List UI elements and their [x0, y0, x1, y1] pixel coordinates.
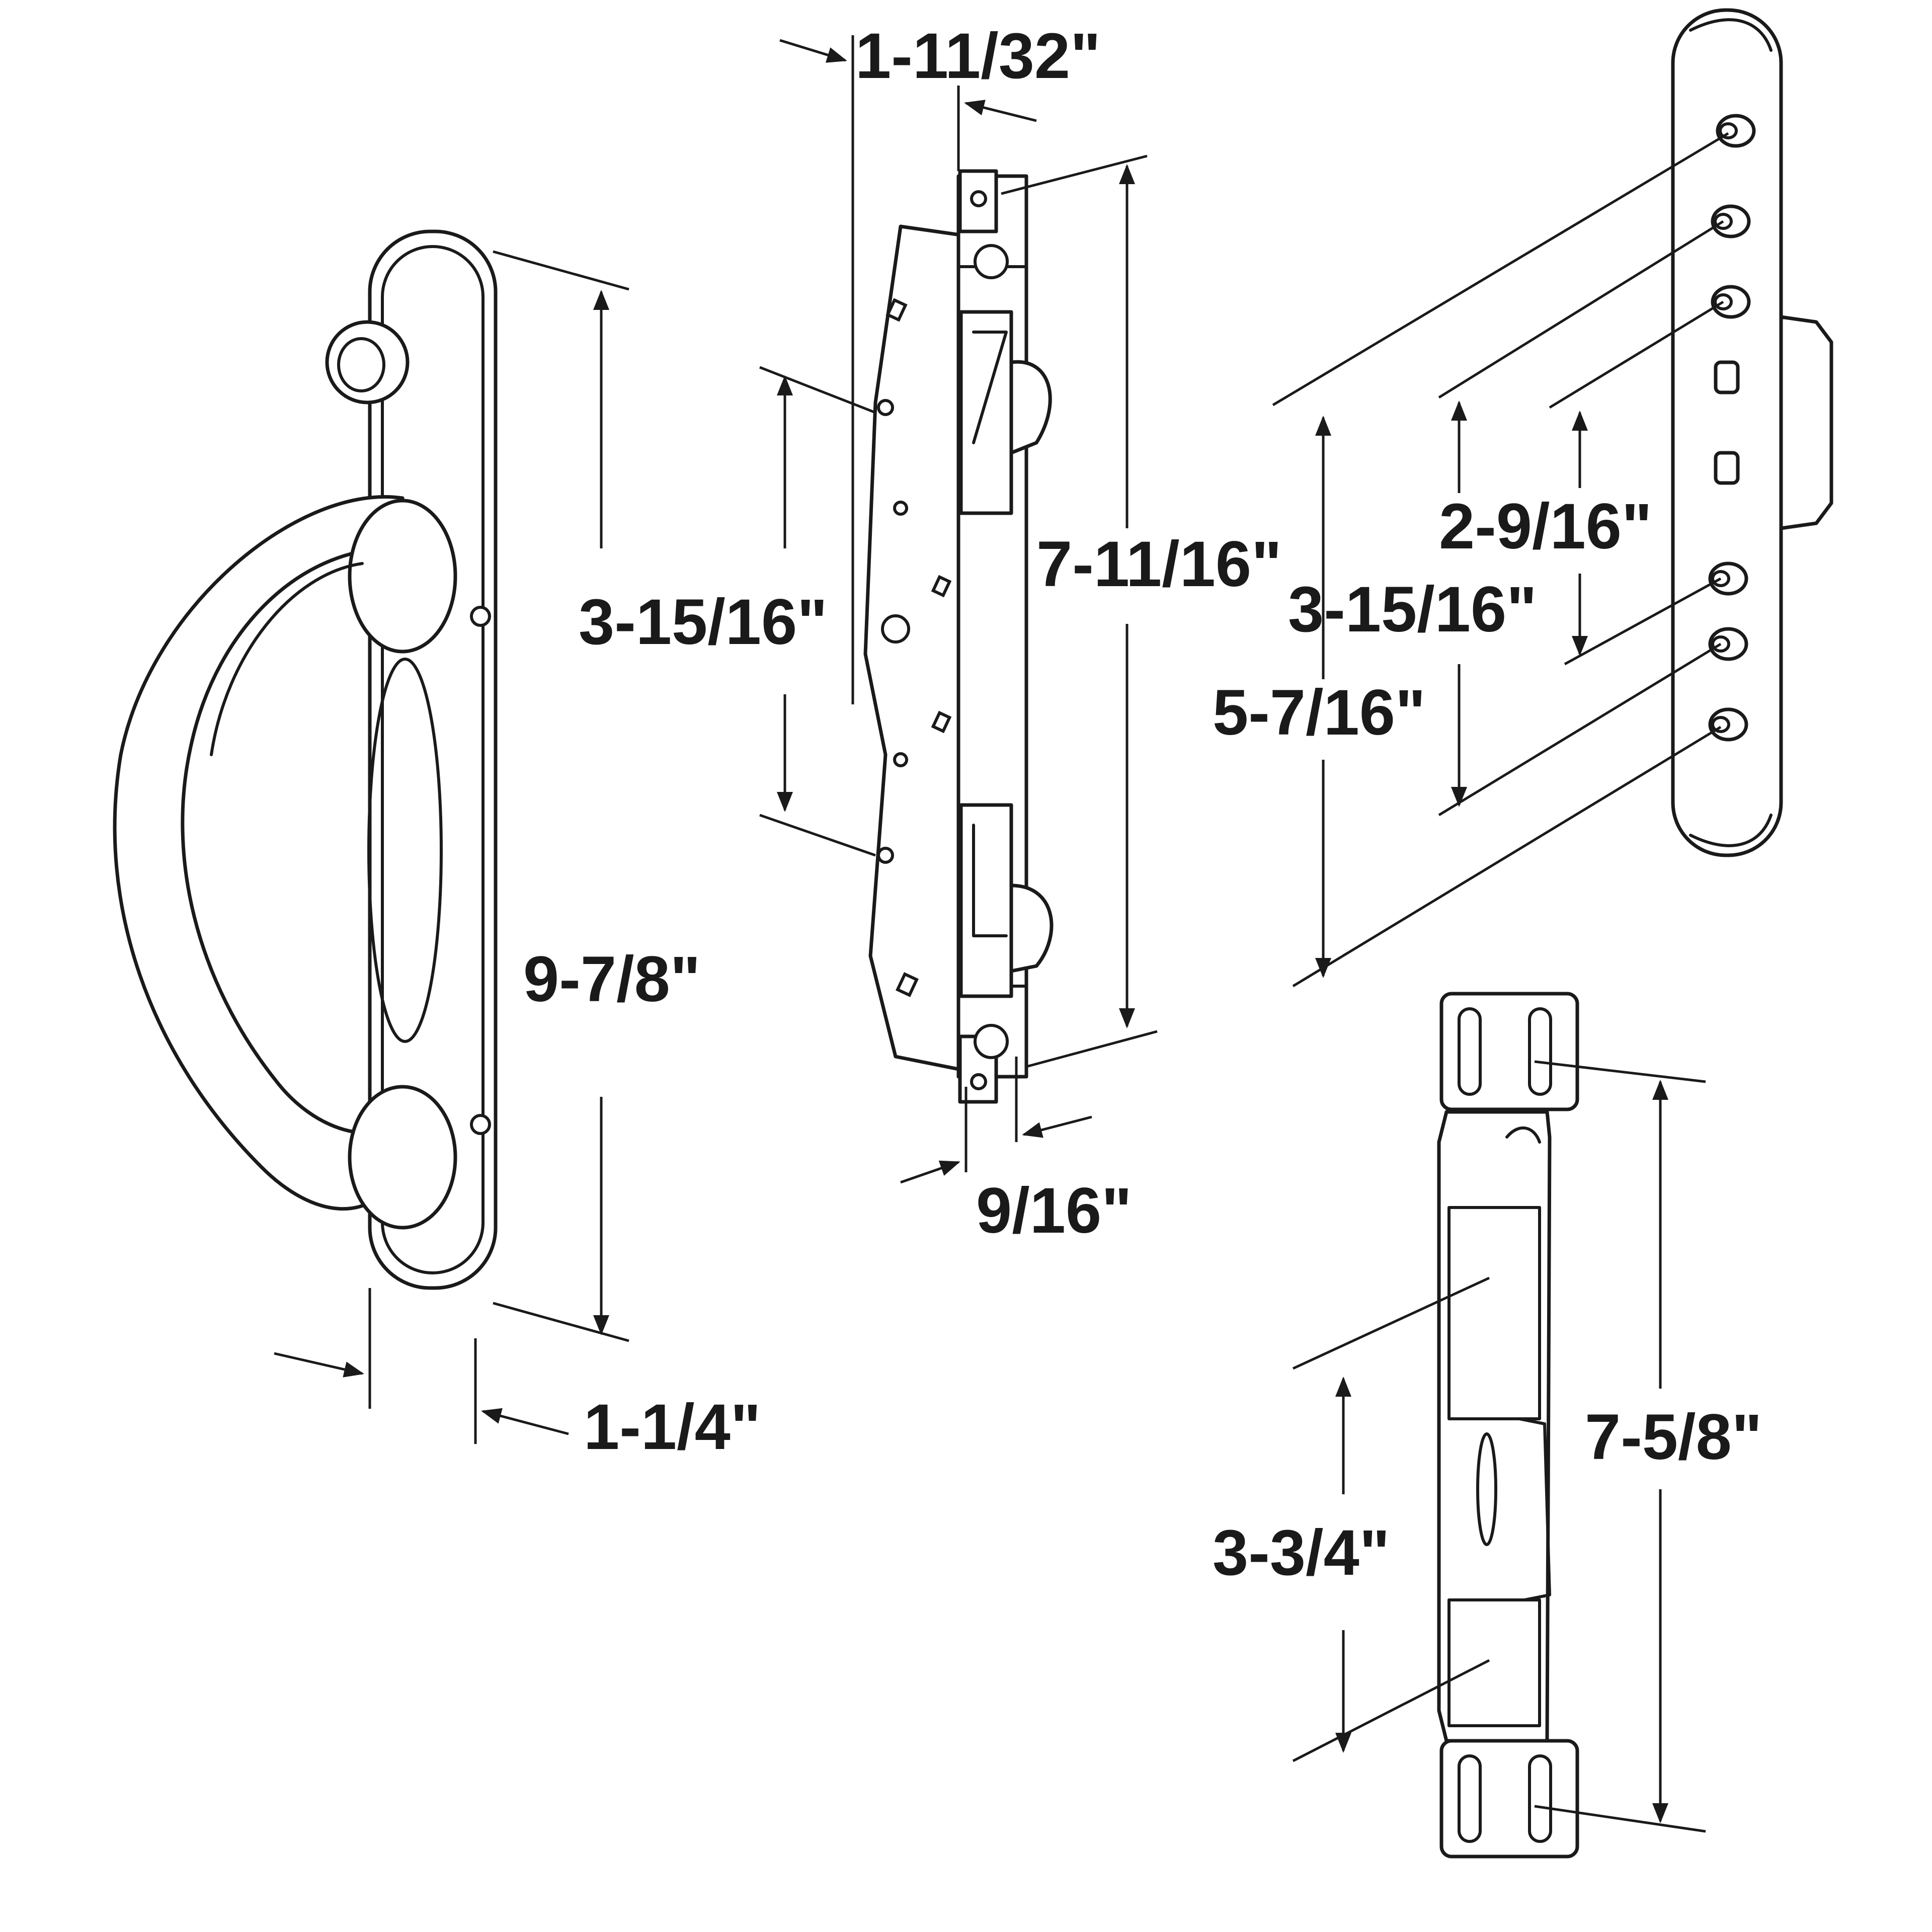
handle-height-label: 9-7/8"	[523, 943, 700, 1015]
dim-lock-hole-spacing: 3-15/16"	[579, 366, 876, 857]
dim-latch-middle: 3-15/16"	[1288, 400, 1537, 807]
keeper-slots-label: 3-3/4"	[1213, 1517, 1390, 1589]
latch-outer-label: 5-7/16"	[1213, 677, 1426, 749]
latch-inner-label: 2-9/16"	[1439, 491, 1652, 562]
keeper-height-label: 7-5/8"	[1585, 1401, 1762, 1473]
latch-rollers	[1708, 114, 1756, 742]
dim-lock-height: 7-11/16"	[1001, 154, 1282, 1068]
dim-keeper-height: 7-5/8"	[1534, 1060, 1762, 1833]
handle-thickness-label: 1-1/4"	[584, 1391, 761, 1463]
lock-height-label: 7-11/16"	[1036, 528, 1282, 600]
mortise-lock-part	[863, 169, 1054, 1104]
keeper-part	[1437, 992, 1579, 1859]
dim-handle-thickness: 1-1/4"	[274, 1288, 761, 1463]
dim-lock-depth: 9/16"	[900, 1057, 1132, 1247]
lock-hole-spacing-label: 3-15/16"	[579, 586, 828, 658]
handle-part	[113, 229, 498, 1290]
dim-handle-height: 9-7/8"	[493, 250, 700, 1342]
dim-lock-width: 1-11/32"	[779, 20, 1101, 704]
dim-latch-inner: 2-9/16"	[1439, 411, 1652, 656]
dim-keeper-slots: 3-3/4"	[1213, 1276, 1490, 1762]
latch-plate-part	[1671, 8, 1833, 857]
dim-latch-outer: 5-7/16"	[1213, 416, 1426, 978]
lock-depth-label: 9/16"	[976, 1175, 1132, 1247]
latch-middle-label: 3-15/16"	[1288, 574, 1537, 646]
latch-leaders	[1272, 132, 1729, 988]
lock-width-label: 1-11/32"	[855, 20, 1101, 92]
